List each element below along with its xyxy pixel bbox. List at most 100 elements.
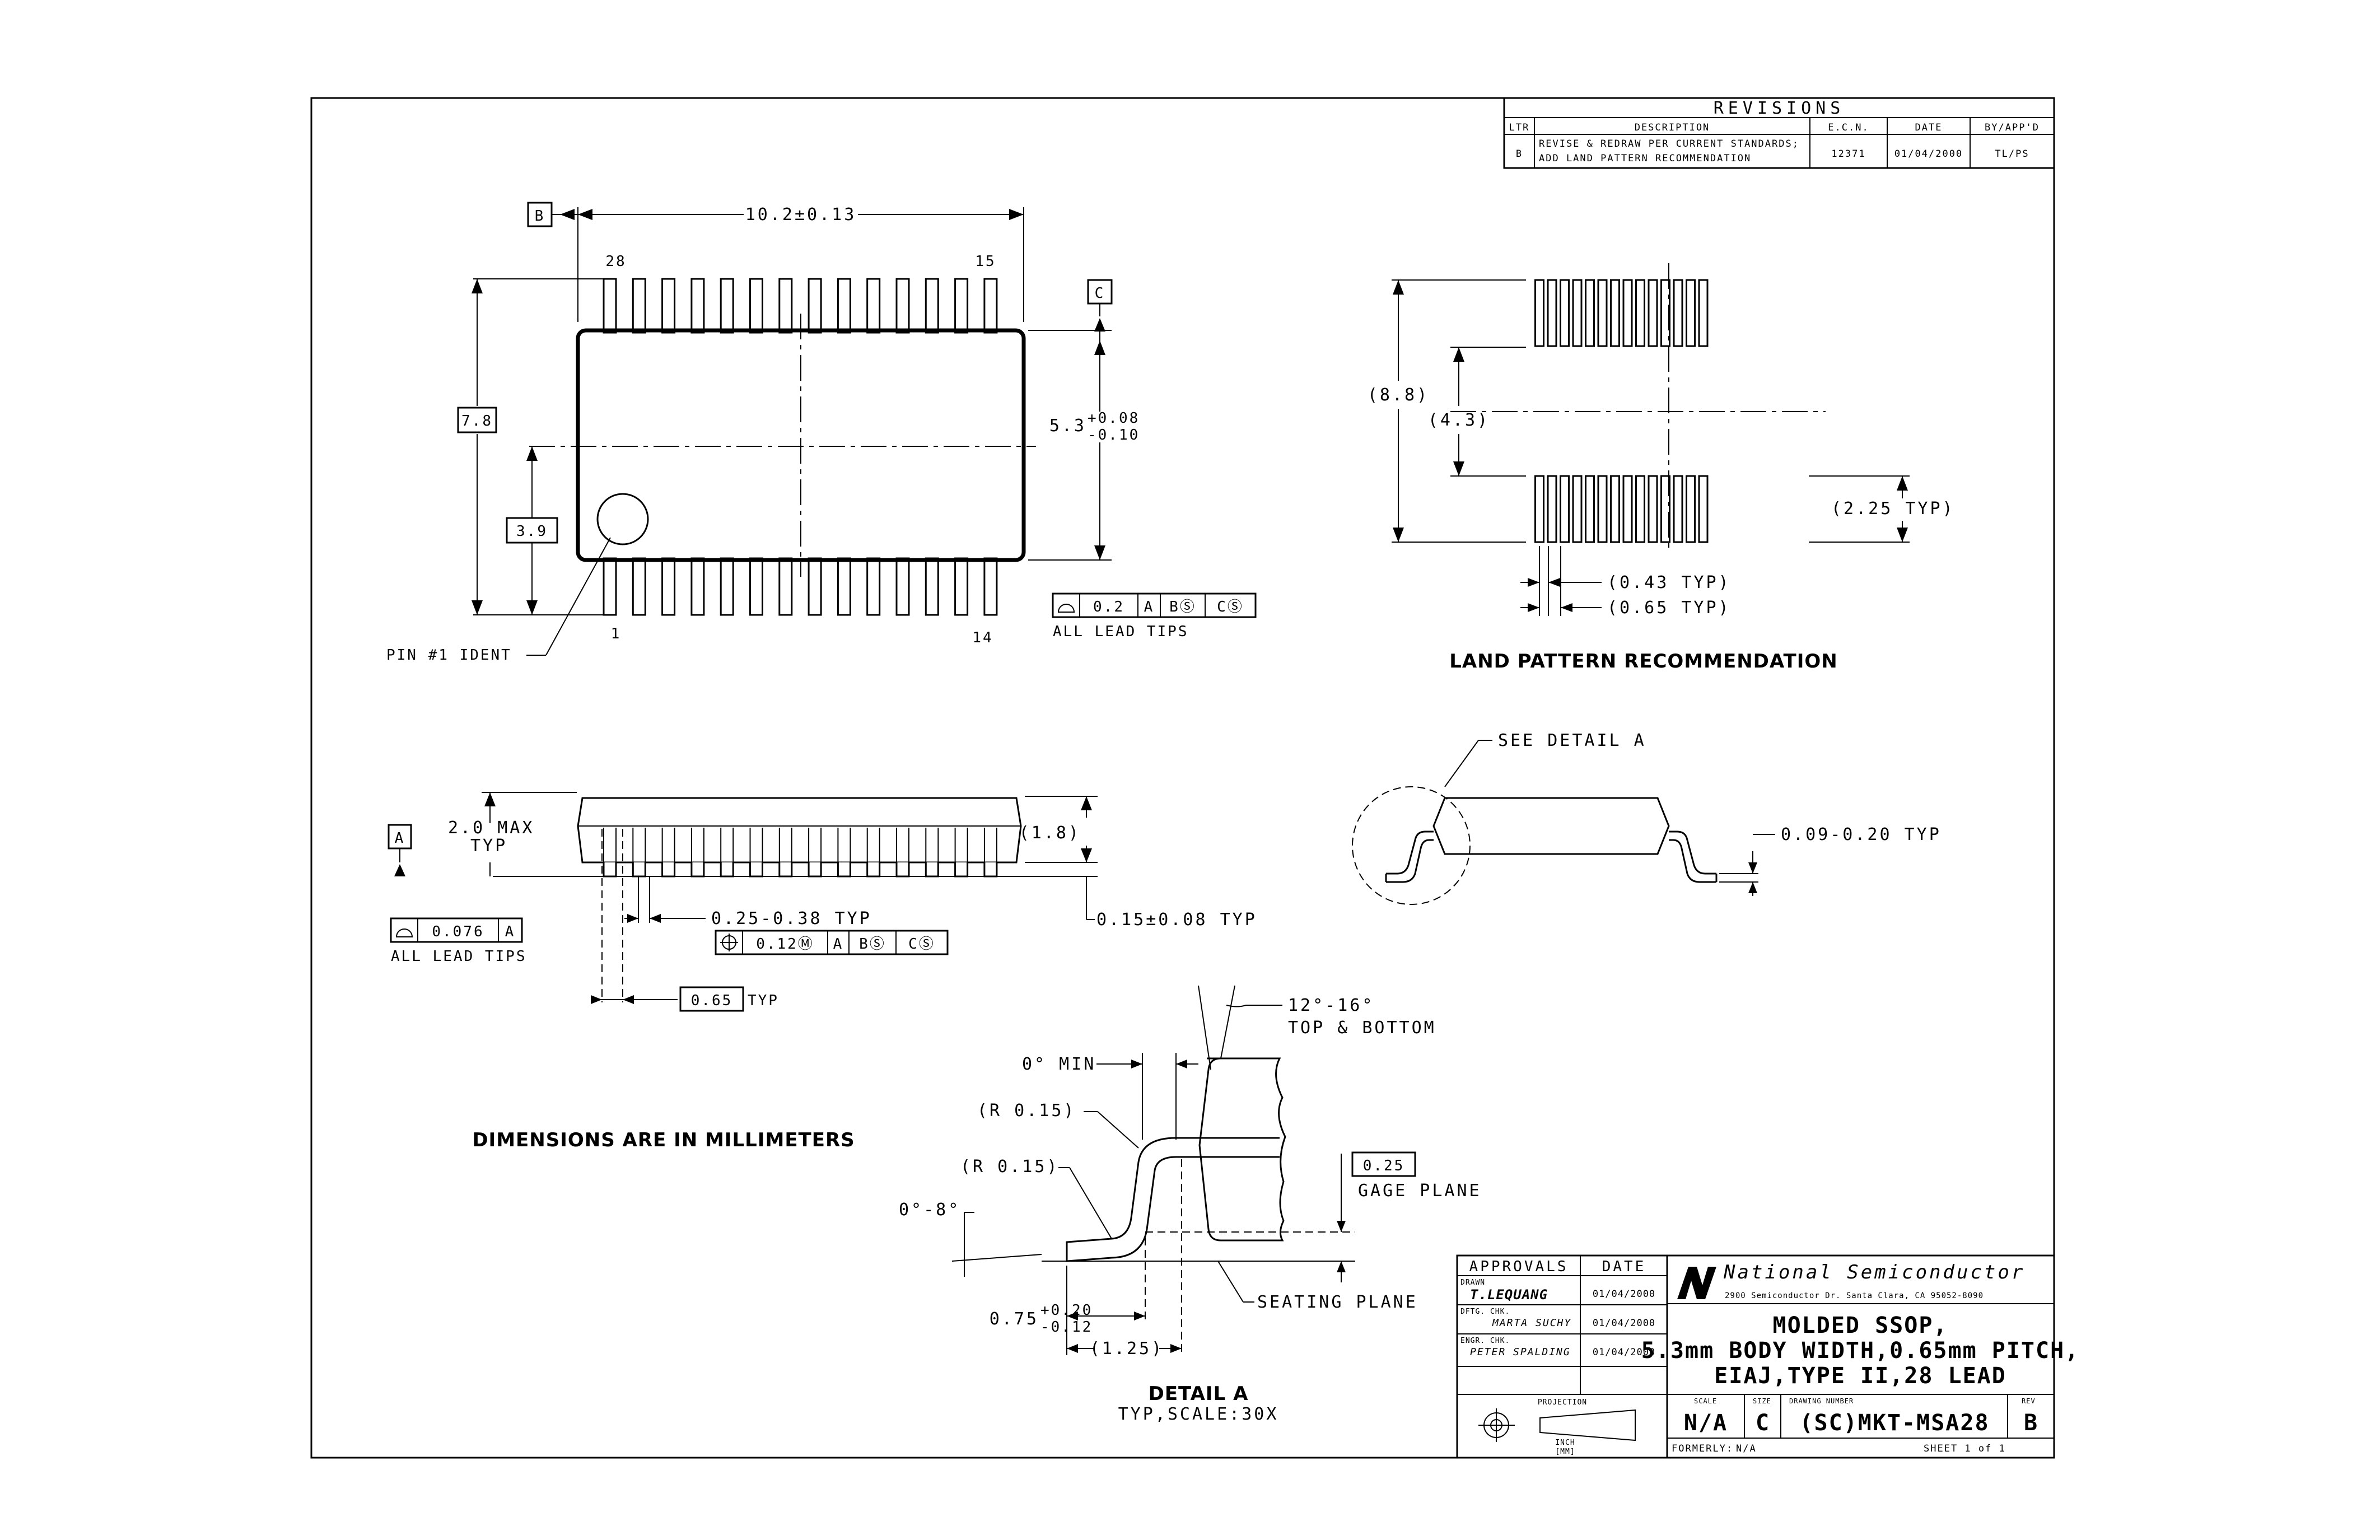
company-address: 2900 Semiconductor Dr. Santa Clara, CA 9… (1725, 1291, 1984, 1300)
drawing-title-3: EIAJ,TYPE II,28 LEAD (1714, 1363, 2006, 1389)
formerly-label: FORMERLY: (1672, 1443, 1733, 1454)
datum-b-label: B (535, 208, 545, 225)
detail-lead (1066, 1137, 1177, 1262)
foot-length-tol-plus: +0.20 (1040, 1302, 1093, 1319)
land-pad (1660, 279, 1670, 347)
side-lead (925, 862, 939, 878)
end-view: SEE DETAIL A 0.09-0.20 TYP (1352, 731, 1942, 905)
side-lead (749, 862, 763, 878)
side-lead-tips-label: ALL LEAD TIPS (391, 948, 527, 965)
lead (632, 278, 646, 334)
draft-angle-note: TOP & BOTTOM (1288, 1018, 1436, 1038)
side-lead (808, 862, 822, 878)
sheet-border (310, 97, 2055, 1459)
units-note: DIMENSIONS ARE IN MILLIMETERS (472, 1129, 855, 1151)
land-pad (1585, 475, 1595, 543)
land-pad (1686, 475, 1696, 543)
pin-1-label: 1 (611, 626, 622, 642)
land-pad (1597, 279, 1608, 347)
approvals-header: APPROVALS (1469, 1258, 1569, 1275)
fcf-position-value: 0.12Ⓜ (756, 936, 814, 953)
dwg-number: (SC)MKT-MSA28 (1799, 1410, 1989, 1436)
lead (954, 278, 969, 334)
land-pad (1635, 475, 1645, 543)
projection-label: PROJECTION (1538, 1398, 1587, 1407)
side-view: A 2.0 MAX TYP (1.8) 0.15±0.08 TYP 0.25-0… (388, 792, 1255, 1012)
side-pitch-typ: TYP (748, 992, 779, 1009)
land-pad (1560, 475, 1570, 543)
side-view-body (577, 797, 1022, 864)
engr-label: ENGR. CHK. (1460, 1337, 1510, 1345)
see-detail-a: SEE DETAIL A (1498, 731, 1646, 750)
lead (632, 557, 646, 616)
rev-desc-line2: ADD LAND PATTERN RECOMMENDATION (1539, 153, 1751, 164)
end-lead-thickness: 0.09-0.20 TYP (1781, 825, 1942, 844)
datum-c-label: C (1095, 285, 1105, 302)
land-pad-length: (2.25 TYP) (1831, 499, 1955, 519)
detail-a-callout-circle (1352, 786, 1471, 905)
foot-angle-label: 0°-8° (899, 1200, 960, 1220)
side-lead (778, 862, 793, 878)
land-pad (1648, 475, 1658, 543)
side-lead (954, 862, 969, 878)
rev-desc-line1: REVISE & REDRAW PER CURRENT STANDARDS; (1539, 138, 1799, 150)
gage-plane-label: GAGE PLANE (1358, 1181, 1482, 1201)
land-pad (1534, 279, 1544, 347)
lead (895, 278, 910, 334)
foot-length-tol-minus: -0.12 (1040, 1319, 1093, 1336)
detail-a-title: DETAIL A (1149, 1383, 1249, 1405)
top-lead-tips-label: ALL LEAD TIPS (1053, 623, 1189, 640)
rev-label: REV (2022, 1397, 2036, 1405)
side-lead (983, 862, 998, 878)
engr-date: 01/04/2000 (1593, 1347, 1655, 1358)
end-view-lead-right (1669, 830, 1716, 875)
detail-a-view: 0.25 GAGE PLANE 12°-16° TOP & BOTTOM 0° … (899, 985, 1482, 1424)
radius-2-label: (R 0.15) (960, 1157, 1060, 1177)
lead (749, 278, 763, 334)
dim-overall-height: 7.8 (461, 413, 493, 430)
land-pad (1698, 279, 1709, 347)
lead (603, 278, 617, 334)
lead (837, 278, 851, 334)
fcf-position-side: 0.12Ⓜ A BⓈ CⓈ (715, 930, 949, 955)
fcf-position-datum-b: BⓈ (859, 936, 886, 953)
pin-14-label: 14 (972, 629, 993, 646)
title-block: APPROVALS DATE DRAWN T.LEQUANG 01/04/200… (1456, 1254, 2079, 1459)
revisions-title: REVISIONS (1714, 99, 1845, 118)
foot-length-value: 0.75 (990, 1309, 1039, 1329)
units-mm: [MM] (1555, 1448, 1575, 1456)
company-name: National Semiconductor (1723, 1261, 2025, 1284)
land-pad (1610, 279, 1620, 347)
land-pad (1572, 475, 1583, 543)
land-pad (1547, 475, 1557, 543)
approvals-date-header: DATE (1602, 1258, 1646, 1275)
dwg-number-label: DRAWING NUMBER (1789, 1397, 1854, 1405)
land-pad (1585, 279, 1595, 347)
fcf-profile-datum-c: CⓈ (1217, 599, 1244, 615)
land-inner-gap: (4.3) (1428, 410, 1490, 430)
pin1-ident-dot (596, 493, 649, 545)
side-pitch-value: 0.65 (691, 992, 733, 1009)
drawing-title-2: 5.3mm BODY WIDTH,0.65mm PITCH, (1641, 1338, 2079, 1364)
side-lead (690, 862, 705, 878)
lead (866, 278, 881, 334)
lead (837, 557, 851, 616)
foot-total-length: (1.25) (1090, 1339, 1164, 1359)
dim-body-width-tol-plus: +0.08 (1088, 410, 1140, 427)
fcf-flat-value: 0.076 (432, 923, 484, 940)
land-pad (1686, 279, 1696, 347)
side-body-thickness: (1.8) (1019, 823, 1081, 843)
drawn-name: T.LEQUANG (1470, 1287, 1548, 1303)
engr-name: PETER SPALDING (1470, 1346, 1571, 1358)
lead (983, 278, 998, 334)
fcf-profile-datum-b: BⓈ (1169, 599, 1196, 615)
lead (720, 557, 734, 616)
land-pad (1635, 279, 1645, 347)
top-view: B 10.2±0.13 28 15 1 14 7.8 3.9 C (386, 202, 1257, 664)
land-pad (1673, 279, 1683, 347)
side-view-leads (603, 828, 998, 878)
rev-by: TL/PS (1995, 148, 2029, 160)
dim-half-height: 3.9 (516, 523, 548, 540)
fcf-profile-value: 0.2 (1093, 599, 1124, 615)
rev-ecn: 12371 (1831, 148, 1865, 160)
